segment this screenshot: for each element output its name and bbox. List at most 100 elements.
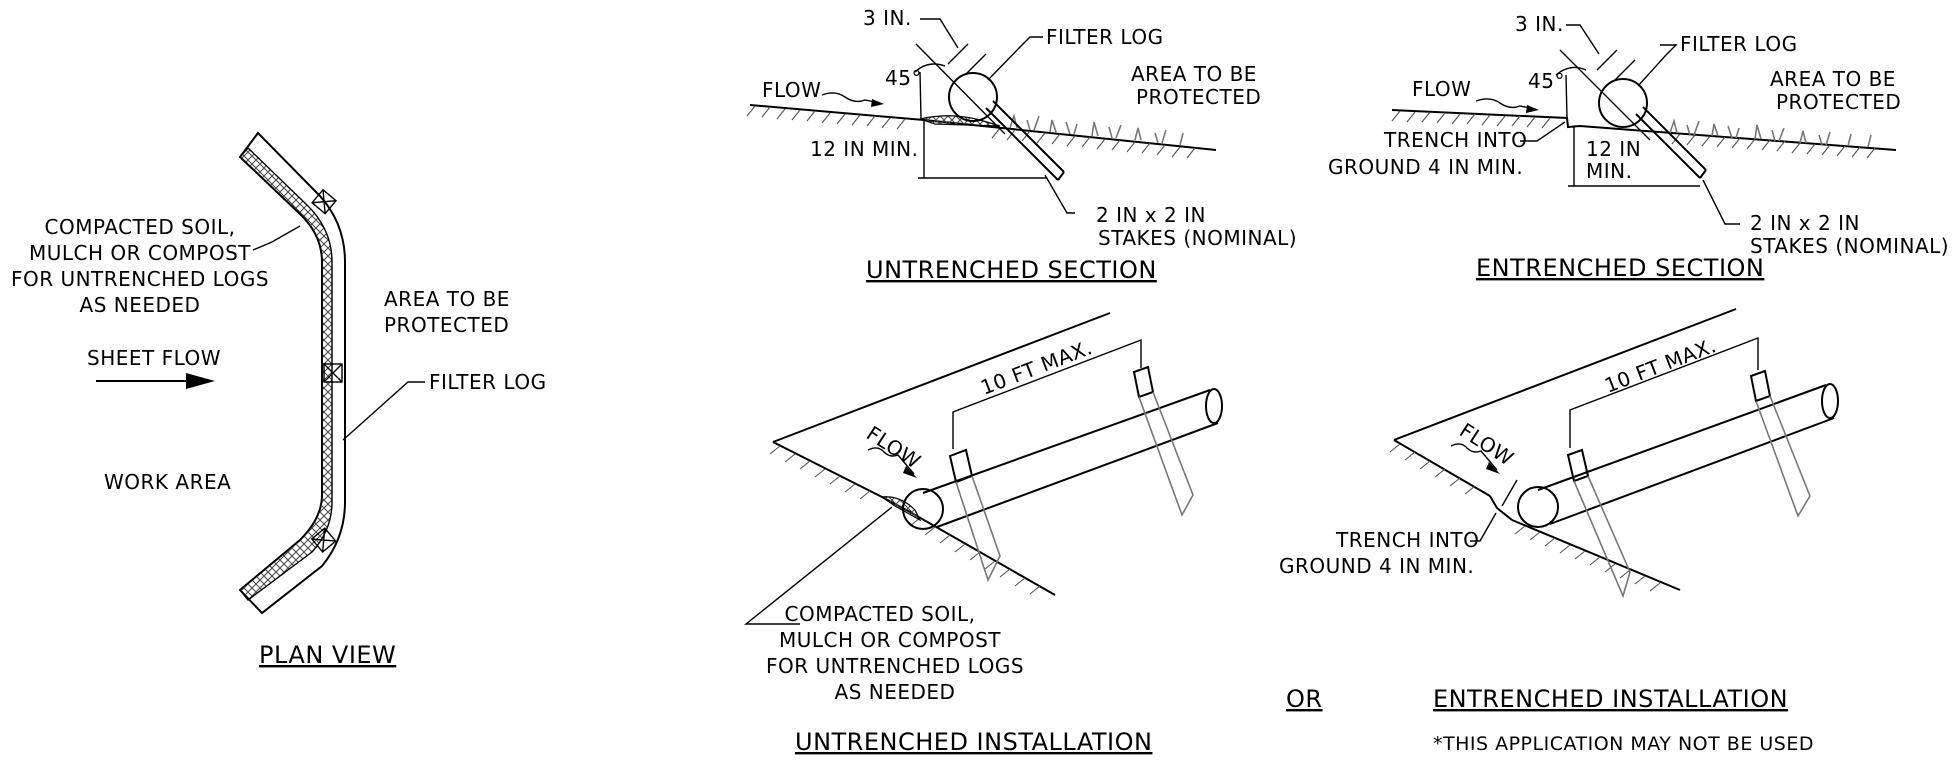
sheet-flow-arrow xyxy=(96,373,215,389)
untrenched-install-compacted xyxy=(880,496,922,522)
entrenched-stakes-label-1: 2 IN x 2 IN xyxy=(1750,211,1860,235)
entrenched-12in-dim xyxy=(1568,127,1700,187)
entrenched-45-arc xyxy=(1555,66,1587,76)
plan-view: COMPACTED SOIL, MULCH OR COMPOST FOR UNT… xyxy=(11,131,547,669)
untrenched-3in-label: 3 IN. xyxy=(863,6,912,30)
entrenched-trench-leader xyxy=(1520,121,1566,142)
entrenched-ground-line xyxy=(1391,109,1897,151)
entrenched-filter-log xyxy=(1598,78,1648,128)
entrenched-install-slope xyxy=(1393,308,1737,441)
untrenched-12in-dim xyxy=(918,120,1046,179)
entrenched-trench-label-1: TRENCH INTO xyxy=(1383,128,1527,152)
entrenched-install-trench-label-1: TRENCH INTO xyxy=(1335,528,1479,552)
untrenched-install-title: UNTRENCHED INSTALLATION xyxy=(795,728,1152,756)
untrenched-filter-log xyxy=(948,72,998,122)
untrenched-area-label-2: PROTECTED xyxy=(1136,85,1261,109)
untrenched-flow-arrow xyxy=(821,92,881,104)
untrenched-install-compacted-2: MULCH OR COMPOST xyxy=(779,628,1001,652)
entrenched-grass xyxy=(1669,118,1872,148)
entrenched-installation: 10 FT MAX. FLOW TRENCH INTO GROUND 4 IN … xyxy=(1279,308,1839,755)
plan-compacted-label-1: COMPACTED SOIL, xyxy=(45,215,236,239)
untrenched-install-slope xyxy=(772,312,1111,443)
untrenched-flow-label: FLOW xyxy=(762,78,821,102)
plan-filter-log-leader xyxy=(342,381,425,441)
entrenched-install-spacing-label: 10 FT MAX. xyxy=(1601,333,1719,398)
untrenched-install-compacted-3: FOR UNTRENCHED LOGS xyxy=(766,654,1024,678)
untrenched-area-label-1: AREA TO BE xyxy=(1131,62,1257,86)
entrenched-install-trench-mark xyxy=(1501,479,1518,507)
entrenched-install-stake-1 xyxy=(1566,448,1631,599)
entrenched-filter-log-leader xyxy=(1637,44,1678,87)
entrenched-area-label-2: PROTECTED xyxy=(1776,90,1901,114)
untrenched-install-flow-arrow xyxy=(867,447,915,475)
plan-compacted-soil-band xyxy=(239,146,333,601)
untrenched-section-title: UNTRENCHED SECTION xyxy=(866,256,1157,284)
entrenched-stakes-label-2: STAKES (NOMINAL) xyxy=(1750,234,1949,258)
untrenched-install-dimension xyxy=(952,338,1142,449)
entrenched-3in-dim xyxy=(1566,24,1636,81)
entrenched-trench-label-2: GROUND 4 IN MIN. xyxy=(1328,155,1523,179)
entrenched-stake xyxy=(1635,106,1707,179)
entrenched-area-label-1: AREA TO BE xyxy=(1770,67,1896,91)
untrenched-install-spacing-label: 10 FT MAX. xyxy=(977,335,1095,400)
plan-stake-bottom xyxy=(310,527,337,554)
untrenched-install-stake-2 xyxy=(1132,365,1194,517)
entrenched-install-title: ENTRENCHED INSTALLATION xyxy=(1433,685,1788,713)
plan-compacted-label-3: FOR UNTRENCHED LOGS xyxy=(11,267,269,291)
entrenched-install-ground xyxy=(1511,519,1681,591)
plan-filter-log-label: FILTER LOG xyxy=(429,370,547,394)
untrenched-install-compacted-4: AS NEEDED xyxy=(835,680,956,704)
untrenched-install-flow-label: FLOW xyxy=(862,421,925,474)
plan-stake-middle xyxy=(323,363,343,383)
untrenched-stake xyxy=(985,100,1065,181)
untrenched-12in-label: 12 IN MIN. xyxy=(810,137,919,161)
untrenched-install-slope-left xyxy=(772,441,883,498)
plan-area-label-1: AREA TO BE xyxy=(384,287,510,311)
untrenched-install-stake-1 xyxy=(948,448,1001,583)
plan-work-area-label: WORK AREA xyxy=(104,470,231,494)
entrenched-install-flow-label: FLOW xyxy=(1455,418,1518,471)
untrenched-installation: 10 FT MAX. FLOW COMPACTED SOIL, MULCH OR… xyxy=(744,312,1223,756)
entrenched-section-title: ENTRENCHED SECTION xyxy=(1476,254,1764,282)
plan-stake-top xyxy=(311,188,338,215)
untrenched-install-compacted-leader xyxy=(744,506,893,625)
untrenched-grass xyxy=(1009,113,1184,146)
untrenched-stakes-leader xyxy=(1044,174,1075,214)
entrenched-install-note: *THIS APPLICATION MAY NOT BE USED xyxy=(1433,733,1814,755)
untrenched-section: 3 IN. FILTER LOG FLOW 45° AREA TO BE PRO… xyxy=(746,6,1297,284)
untrenched-filter-log-leader xyxy=(987,36,1043,81)
entrenched-install-trench-leader xyxy=(1470,512,1497,542)
entrenched-angle-label: 45° xyxy=(1528,69,1565,93)
plan-compacted-label-4: AS NEEDED xyxy=(80,293,201,317)
untrenched-install-compacted-1: COMPACTED SOIL, xyxy=(785,602,976,626)
entrenched-install-dimension xyxy=(1569,336,1759,448)
untrenched-45-arc xyxy=(914,63,946,73)
untrenched-ground-hatch xyxy=(746,105,1196,159)
entrenched-section: 3 IN. FILTER LOG FLOW 45° AREA TO BE PRO… xyxy=(1328,12,1949,282)
plan-compacted-label-2: MULCH OR COMPOST xyxy=(29,241,251,265)
entrenched-45-line xyxy=(1559,49,1651,141)
entrenched-stakes-leader xyxy=(1702,179,1740,225)
entrenched-12in-label-2: MIN. xyxy=(1586,159,1632,183)
untrenched-angle-label: 45° xyxy=(885,66,922,90)
or-label: OR xyxy=(1286,685,1323,713)
untrenched-install-ground-hatch xyxy=(769,445,1041,595)
untrenched-45-line xyxy=(915,43,1006,135)
untrenched-filter-log-label: FILTER LOG xyxy=(1046,25,1164,49)
entrenched-filter-log-label: FILTER LOG xyxy=(1680,32,1798,56)
entrenched-3in-label: 3 IN. xyxy=(1515,12,1564,36)
entrenched-flow-label: FLOW xyxy=(1412,77,1471,101)
plan-area-label-2: PROTECTED xyxy=(384,313,509,337)
plan-sheet-flow-label: SHEET FLOW xyxy=(87,346,221,370)
entrenched-install-trench-label-2: GROUND 4 IN MIN. xyxy=(1279,554,1474,578)
entrenched-flow-arrow xyxy=(1475,98,1536,110)
untrenched-stakes-label-1: 2 IN x 2 IN xyxy=(1096,203,1206,227)
entrenched-install-stake-2 xyxy=(1749,369,1811,518)
entrenched-install-ground-hatch xyxy=(1389,443,1661,592)
entrenched-12in-label-1: 12 IN xyxy=(1586,137,1641,161)
plan-view-title: PLAN VIEW xyxy=(259,641,396,669)
untrenched-3in-dim xyxy=(920,18,987,75)
entrenched-install-trench xyxy=(1489,495,1513,521)
plan-compacted-leader xyxy=(252,225,301,251)
